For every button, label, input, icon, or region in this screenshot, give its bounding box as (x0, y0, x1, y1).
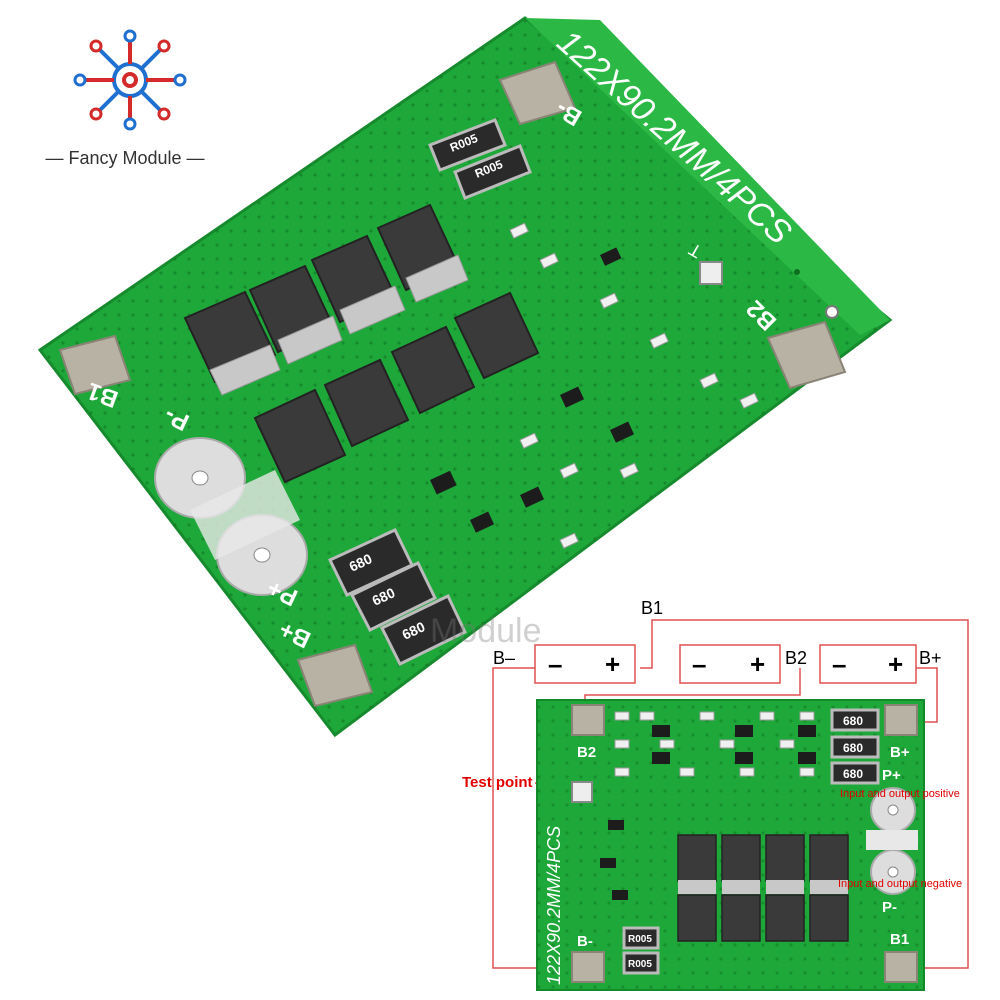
brand-name: — Fancy Module — (45, 148, 205, 168)
diagram-shunt-label: R005 (628, 934, 652, 945)
cell-plus-sign: + (750, 649, 765, 679)
cell-plus-sign: + (888, 649, 903, 679)
cell-minus-sign: – (548, 649, 562, 679)
diagram-pad-p-plus: P+ (882, 767, 901, 784)
diagram-resistor-label: 680 (843, 741, 863, 755)
cell-box-3 (819, 644, 917, 684)
label-b2: B2 (785, 648, 807, 668)
watermark: Module (430, 612, 542, 650)
brand-name-text: Fancy Module (68, 148, 182, 168)
diagram-pad-b2: B2 (577, 744, 596, 761)
label-b1: B1 (641, 598, 663, 618)
cell-plus-sign: + (605, 649, 620, 679)
cell-box-1 (534, 644, 636, 684)
diagram-pad-b1: B1 (890, 931, 909, 948)
label-io-positive: Input and output positive (840, 788, 960, 800)
cell-minus-sign: – (692, 649, 706, 679)
cell-box-2 (679, 644, 781, 684)
label-b-minus: B– (493, 648, 515, 668)
diagram-pad-p-minus: P- (882, 899, 897, 916)
diagram-board-silkscreen: 122X90.2MM/4PCS (544, 826, 564, 985)
brand-logo (73, 29, 187, 131)
diagram-pad-b-minus: B- (577, 933, 593, 950)
diagram-shunt-label: R005 (628, 959, 652, 970)
label-io-negative: Input and output negative (838, 878, 963, 890)
label-b-plus: B+ (919, 648, 942, 668)
diagram-resistor-label: 680 (843, 714, 863, 728)
label-test-point: Test point (462, 774, 533, 791)
diagram-pad-b-plus: B+ (890, 744, 910, 761)
cell-minus-sign: – (832, 649, 846, 679)
diagram-resistor-label: 680 (843, 767, 863, 781)
